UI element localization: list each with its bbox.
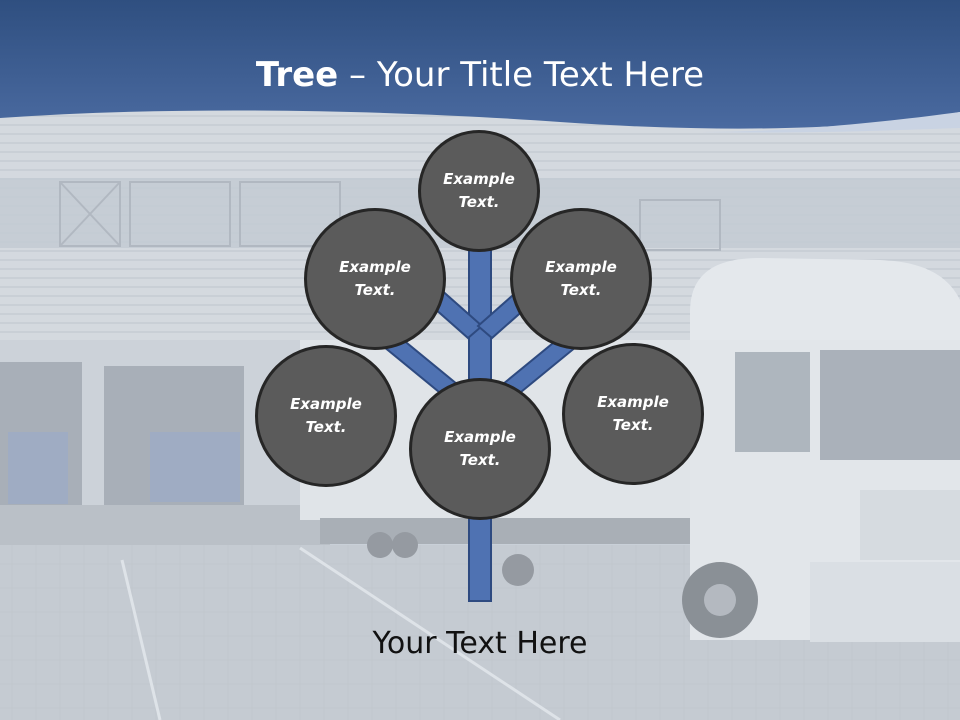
- truck-bumper: [810, 562, 960, 642]
- tree-node-label: Example Text.: [597, 393, 669, 434]
- tree-node-center: Example Text.: [409, 378, 551, 520]
- header-band: [0, 0, 960, 129]
- tree-node-upper-left: Example Text.: [304, 208, 446, 350]
- yard-markings: [120, 546, 561, 720]
- tree-node-label: Example Text.: [545, 258, 617, 299]
- truck-windshield: [820, 350, 960, 460]
- tree-node-upper-right: Example Text.: [510, 208, 652, 350]
- tree-node-top: Example Text.: [418, 130, 540, 252]
- sky-strip: [700, 112, 960, 133]
- tree-node-lower-right: Example Text.: [562, 343, 704, 485]
- tree-node-label: Example Text.: [339, 258, 411, 299]
- slide-title-strong: Tree: [255, 55, 339, 95]
- tree-node-label: Example Text.: [290, 395, 362, 436]
- slide-title-rest: – Your Title Text Here: [338, 55, 705, 95]
- tree-node-lower-left: Example Text.: [255, 345, 397, 487]
- trailer-wheels: [367, 532, 534, 586]
- tree-node-label: Example Text.: [444, 428, 516, 469]
- tree-node-label: Example Text.: [443, 170, 515, 211]
- truck-side-window: [735, 352, 810, 452]
- window-frames: [59, 181, 721, 251]
- truck-roof-spoiler: [690, 258, 960, 345]
- truck-wheel-hub: [704, 584, 736, 616]
- slide-title: Tree – Your Title Text Here: [0, 52, 960, 98]
- footer-text: Your Text Here: [372, 626, 588, 661]
- dock-doors: [0, 362, 244, 512]
- truck-grille: [860, 490, 960, 560]
